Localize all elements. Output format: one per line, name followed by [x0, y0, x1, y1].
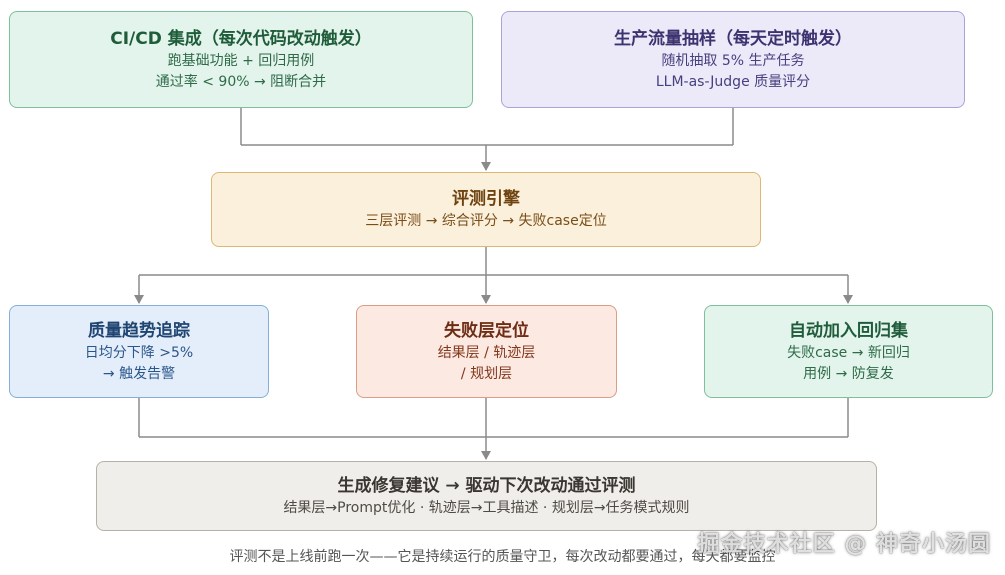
failure-locate-line-2: / 规划层: [460, 365, 513, 382]
ci-cd-line-1: 跑基础功能 + 回归用例: [167, 52, 315, 69]
eval-engine-title: 评测引擎: [452, 189, 520, 209]
prod-sampling-line-2: LLM-as-Judge 质量评分: [655, 73, 811, 90]
ci-cd-title: CI/CD 集成（每次代码改动触发）: [110, 28, 372, 49]
regression-set-line-2: 用例 → 防复发: [803, 365, 894, 382]
fix-suggestion-box: 生成修复建议 → 驱动下次改动通过评测 结果层→Prompt优化 · 轨迹层→工…: [96, 461, 877, 531]
eval-engine-line-1: 三层评测 → 综合评分 → 失败case定位: [365, 213, 607, 229]
prod-sampling-line-1: 随机抽取 5% 生产任务: [661, 52, 805, 69]
regression-set-box: 自动加入回归集 失败case → 新回归 用例 → 防复发: [704, 305, 993, 398]
failure-locate-title: 失败层定位: [444, 320, 529, 341]
ci-cd-line-2: 通过率 < 90% → 阻断合并: [155, 73, 327, 90]
failure-locate-box: 失败层定位 结果层 / 轨迹层 / 规划层: [356, 305, 617, 398]
footer-caption: 评测不是上线前跑一次——它是持续运行的质量守卫，每次改动都要通过，每天都要监控: [229, 549, 776, 565]
failure-locate-line-1: 结果层 / 轨迹层: [437, 344, 536, 361]
fix-suggestion-title: 生成修复建议 → 驱动下次改动通过评测: [337, 475, 636, 496]
quality-trend-title: 质量趋势追踪: [88, 320, 190, 341]
watermark: 掘金技术社区 @ 神奇小汤圆: [697, 532, 991, 557]
quality-trend-line-1: 日均分下降 >5%: [84, 344, 194, 361]
regression-set-title: 自动加入回归集: [789, 320, 908, 341]
prod-sampling-box: 生产流量抽样（每天定时触发） 随机抽取 5% 生产任务 LLM-as-Judge…: [501, 11, 965, 108]
regression-set-line-1: 失败case → 新回归: [787, 344, 910, 361]
ci-cd-box: CI/CD 集成（每次代码改动触发） 跑基础功能 + 回归用例 通过率 < 90…: [9, 11, 473, 108]
quality-trend-box: 质量趋势追踪 日均分下降 >5% → 触发告警: [9, 305, 269, 398]
quality-trend-line-2: → 触发告警: [102, 365, 176, 382]
fix-suggestion-line-1: 结果层→Prompt优化 · 轨迹层→工具描述 · 规划层→任务模式规则: [283, 499, 690, 516]
prod-sampling-title: 生产流量抽样（每天定时触发）: [614, 28, 852, 49]
eval-engine-box: 评测引擎 三层评测 → 综合评分 → 失败case定位: [211, 172, 761, 247]
